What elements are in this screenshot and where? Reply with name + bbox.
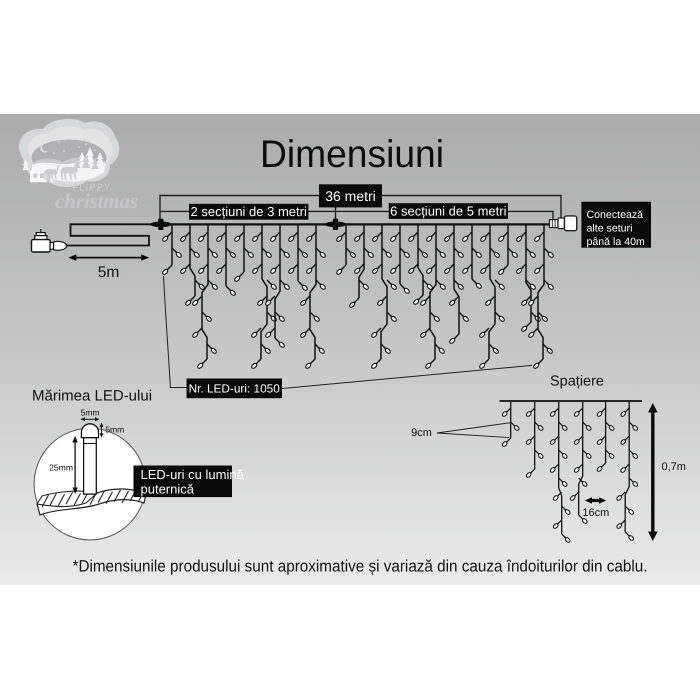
svg-text:0,7m: 0,7m	[662, 461, 686, 473]
svg-text:36 metri: 36 metri	[325, 188, 376, 204]
svg-text:16cm: 16cm	[582, 507, 609, 519]
svg-text:Dimensiuni: Dimensiuni	[260, 133, 444, 176]
svg-text:alte seturi: alte seturi	[587, 222, 633, 234]
svg-text:Nr. LED-uri: 1050: Nr. LED-uri: 1050	[189, 382, 281, 396]
svg-text:9cm: 9cm	[411, 427, 432, 439]
svg-text:Mărimea LED-ului: Mărimea LED-ului	[32, 388, 152, 405]
svg-text:LED-uri cu lumină: LED-uri cu lumină	[141, 467, 245, 482]
svg-text:5mm: 5mm	[105, 425, 124, 435]
svg-text:2 secțiuni de 3 metri: 2 secțiuni de 3 metri	[191, 204, 307, 219]
svg-text:25mm: 25mm	[49, 463, 73, 473]
svg-text:puternică: puternică	[141, 482, 195, 497]
svg-text:5mm: 5mm	[80, 408, 99, 418]
svg-text:Conectează: Conectează	[587, 209, 644, 221]
svg-text:christmas: christmas	[55, 189, 138, 213]
svg-text:Spațiere: Spațiere	[550, 374, 604, 390]
svg-text:*Dimensiunile produsului sunt: *Dimensiunile produsului sunt aproximati…	[73, 558, 648, 576]
svg-text:până la 40m: până la 40m	[587, 236, 645, 248]
svg-text:FLIPPY.: FLIPPY.	[73, 183, 115, 194]
svg-text:5m: 5m	[98, 264, 120, 281]
svg-text:6 secțiuni de 5 metri: 6 secțiuni de 5 metri	[390, 204, 506, 219]
